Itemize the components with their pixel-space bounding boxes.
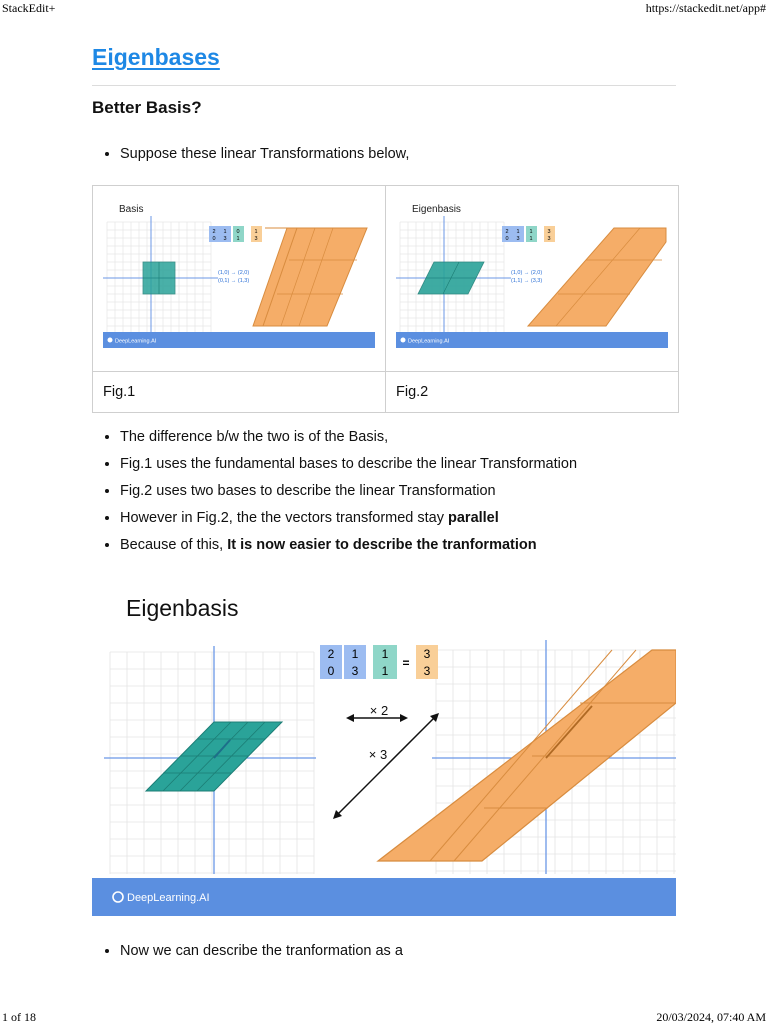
result-cell: 3: [424, 664, 431, 678]
print-timestamp: 20/03/2024, 07:40 AM: [656, 1010, 766, 1024]
list-item: Now we can describe the tranformation as…: [120, 941, 403, 968]
fig2-heading: Eigenbasis: [412, 204, 461, 215]
brand-logo-icon: [400, 337, 406, 343]
eigenbasis-heading: Eigenbasis: [126, 595, 239, 621]
scale-label-2: × 2: [370, 703, 388, 718]
scaled-eigenvector-arrow: [545, 705, 593, 759]
print-footer: 1 of 18 20/03/2024, 07:40 AM: [0, 1010, 768, 1026]
matrix-cell: 3: [352, 664, 359, 678]
print-header: StackEdit+ https://stackedit.net/app#: [0, 1, 768, 17]
svg-text:3: 3: [516, 236, 519, 242]
list-item: Fig.1 uses the fundamental bases to desc…: [120, 454, 577, 481]
fig2-map-2: (1,1) → (3,3): [511, 278, 542, 284]
fig1-map-1: (1,0) → (2,0): [218, 270, 249, 276]
fig1-caption: Fig.1: [92, 371, 386, 413]
brand-logo-icon: [107, 337, 113, 343]
fig2-cell: Eigenbasis 2 1 0 3 1 1 3 3 (1,0): [385, 185, 679, 372]
svg-text:3: 3: [547, 229, 550, 235]
fig2-image: Eigenbasis 2 1 0 3 1 1 3 3 (1,0): [396, 196, 668, 348]
matrix-cell: 2: [328, 647, 335, 661]
fig1-brand: DeepLearning.AI: [115, 339, 157, 345]
fig1-grid: [106, 221, 212, 332]
brand-name: DeepLearning.AI: [127, 892, 210, 904]
svg-text:0: 0: [236, 229, 239, 235]
svg-text:2: 2: [505, 229, 508, 235]
emphasis-text: parallel: [448, 510, 499, 526]
scale-label-3: × 3: [369, 747, 387, 762]
svg-text:3: 3: [254, 236, 257, 242]
page-title[interactable]: Eigenbases: [92, 44, 220, 70]
fig2-brand-bar: [396, 332, 668, 348]
list-item: Because of this, It is now easier to des…: [120, 535, 577, 562]
svg-text:1: 1: [223, 229, 226, 235]
title-divider: [92, 85, 676, 86]
bullet-list-intro: Suppose these linear Transformations bel…: [92, 144, 409, 171]
teal-parallelogram: [144, 721, 284, 792]
fig2-matrix: 2 1 0 3 1 1 3 3: [502, 226, 555, 242]
svg-text:1: 1: [236, 236, 239, 242]
emphasis-text: It is now easier to describe the tranfor…: [227, 537, 537, 553]
equals-sign: =: [402, 656, 409, 670]
brand-bar: [92, 878, 676, 916]
svg-text:0: 0: [212, 236, 215, 242]
matrix-cell: 1: [352, 647, 359, 661]
orange-parallelogram: [376, 649, 676, 862]
svg-text:1: 1: [254, 229, 257, 235]
print-header-app: StackEdit+: [2, 1, 56, 15]
figure-table: Basis 2 1 0 3 0 1 1 3 (1,0) → (2,: [92, 185, 679, 413]
vector-cell: 1: [382, 647, 389, 661]
eigen-equation: 2 1 0 3 1 1 = 3 3: [320, 645, 438, 679]
list-item: However in Fig.2, the the vectors transf…: [120, 508, 577, 535]
svg-text:3: 3: [223, 236, 226, 242]
svg-text:3: 3: [547, 236, 550, 242]
fig2-caption: Fig.2: [385, 371, 679, 413]
brand-logo-icon: [112, 891, 124, 903]
eigenvector-arrow: [213, 739, 231, 759]
svg-text:1: 1: [529, 236, 532, 242]
list-item: The difference b/w the two is of the Bas…: [120, 427, 577, 454]
svg-text:1: 1: [529, 229, 532, 235]
svg-text:0: 0: [505, 236, 508, 242]
fig1-brand-bar: [103, 332, 375, 348]
print-header-url[interactable]: https://stackedit.net/app#: [645, 1, 766, 15]
fig1-cell: Basis 2 1 0 3 0 1 1 3 (1,0) → (2,: [92, 185, 386, 372]
fig1-image: Basis 2 1 0 3 0 1 1 3 (1,0) → (2,: [103, 196, 375, 348]
scale-arrows: × 2 × 3: [333, 703, 439, 819]
eigenbasis-figure: Eigenbasis: [92, 588, 676, 916]
matrix-cell: 0: [328, 664, 335, 678]
bullet-list-conclusion: Now we can describe the tranformation as…: [92, 941, 403, 968]
list-item: Suppose these linear Transformations bel…: [120, 144, 409, 171]
vector-cell: 1: [382, 664, 389, 678]
svg-text:2: 2: [212, 229, 215, 235]
section-heading: Better Basis?: [92, 98, 202, 117]
list-item: Fig.2 uses two bases to describe the lin…: [120, 481, 577, 508]
result-cell: 3: [424, 647, 431, 661]
bullet-list-comparison: The difference b/w the two is of the Bas…: [92, 427, 577, 562]
page-counter: 1 of 18: [2, 1010, 36, 1024]
fig2-brand: DeepLearning.AI: [408, 339, 450, 345]
fig2-transformed-shape: [526, 227, 667, 327]
fig1-map-2: (0,1) → (1,3): [218, 278, 249, 284]
fig2-map-1: (1,0) → (2,0): [511, 270, 542, 276]
fig1-heading: Basis: [119, 204, 143, 215]
svg-text:1: 1: [516, 229, 519, 235]
fig1-matrix: 2 1 0 3 0 1 1 3: [209, 226, 262, 242]
